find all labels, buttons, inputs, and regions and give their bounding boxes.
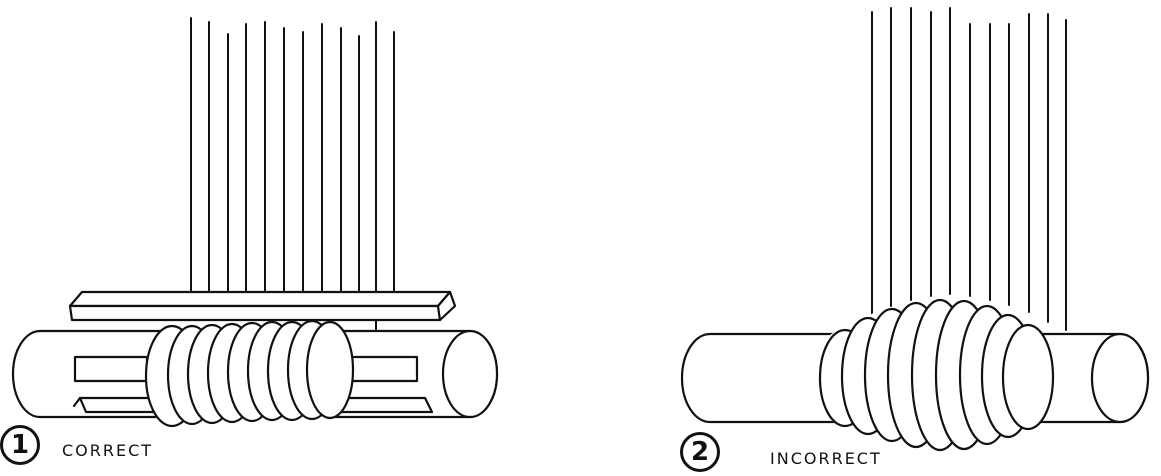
incorrect-wrap-drawing xyxy=(680,7,1150,452)
loose-wrap xyxy=(818,298,1055,452)
wire-bundle xyxy=(871,7,1067,331)
incorrect-illustration: 2 INCORRECT xyxy=(640,0,1161,476)
top-bar xyxy=(68,290,457,322)
figure-number-badge: 2 xyxy=(680,432,720,472)
tight-wrap xyxy=(144,319,355,430)
correct-wrap-drawing xyxy=(11,17,499,430)
figure-number: 1 xyxy=(10,430,30,460)
figure-number-badge: 1 xyxy=(0,425,40,465)
figure-number: 2 xyxy=(690,437,710,467)
figure-caption: INCORRECT xyxy=(770,449,882,468)
figure-caption: CORRECT xyxy=(62,441,154,460)
correct-illustration: 1 CORRECT xyxy=(0,0,560,476)
wire-bundle xyxy=(190,17,395,335)
